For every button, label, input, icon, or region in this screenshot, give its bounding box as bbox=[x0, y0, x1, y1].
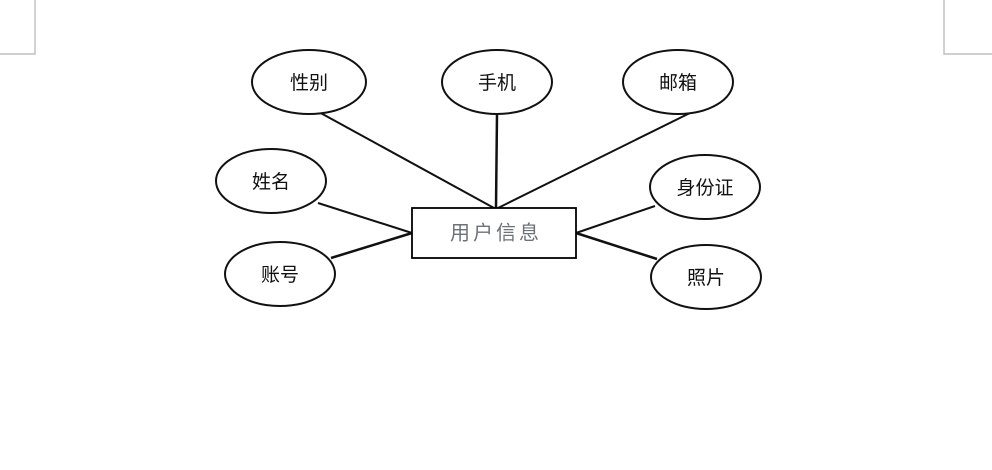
attribute-label: 性别 bbox=[290, 72, 328, 94]
attribute-name[interactable]: 姓名 bbox=[215, 148, 327, 214]
attribute-ellipse bbox=[650, 244, 762, 310]
attribute-phone[interactable]: 手机 bbox=[441, 49, 553, 115]
connector-lines bbox=[316, 107, 701, 261]
attribute-email[interactable]: 邮箱 bbox=[622, 49, 734, 115]
attribute-ellipse bbox=[622, 49, 734, 115]
attribute-photo[interactable]: 照片 bbox=[650, 244, 762, 310]
connector-name bbox=[317, 202, 413, 234]
attribute-ellipse bbox=[251, 49, 367, 115]
attribute-gender[interactable]: 性别 bbox=[251, 49, 367, 115]
attribute-label: 手机 bbox=[478, 72, 516, 94]
entity-user-info[interactable]: 用户信息 bbox=[411, 207, 577, 259]
connector-photo bbox=[575, 231, 658, 261]
connector-gender bbox=[316, 110, 495, 209]
connector-phone bbox=[494, 113, 499, 209]
connector-email bbox=[497, 107, 701, 209]
attribute-label: 照片 bbox=[687, 267, 725, 289]
entity-rect bbox=[411, 207, 577, 259]
attribute-ellipse bbox=[224, 241, 336, 307]
connector-id-card bbox=[575, 205, 656, 234]
attribute-label: 邮箱 bbox=[659, 72, 697, 94]
attribute-account[interactable]: 账号 bbox=[224, 241, 336, 307]
entity-label: 用户信息 bbox=[450, 222, 542, 245]
attribute-ellipse bbox=[441, 49, 553, 115]
attribute-ellipse bbox=[215, 148, 327, 214]
attribute-label: 姓名 bbox=[252, 171, 290, 193]
attribute-label: 账号 bbox=[261, 264, 299, 286]
attribute-ellipse bbox=[649, 154, 761, 220]
attribute-id-card[interactable]: 身份证 bbox=[649, 154, 761, 220]
connector-account bbox=[330, 231, 413, 260]
margin-mark-top-right bbox=[943, 0, 992, 55]
margin-mark-top-left bbox=[0, 0, 36, 55]
attribute-label: 身份证 bbox=[676, 177, 733, 199]
